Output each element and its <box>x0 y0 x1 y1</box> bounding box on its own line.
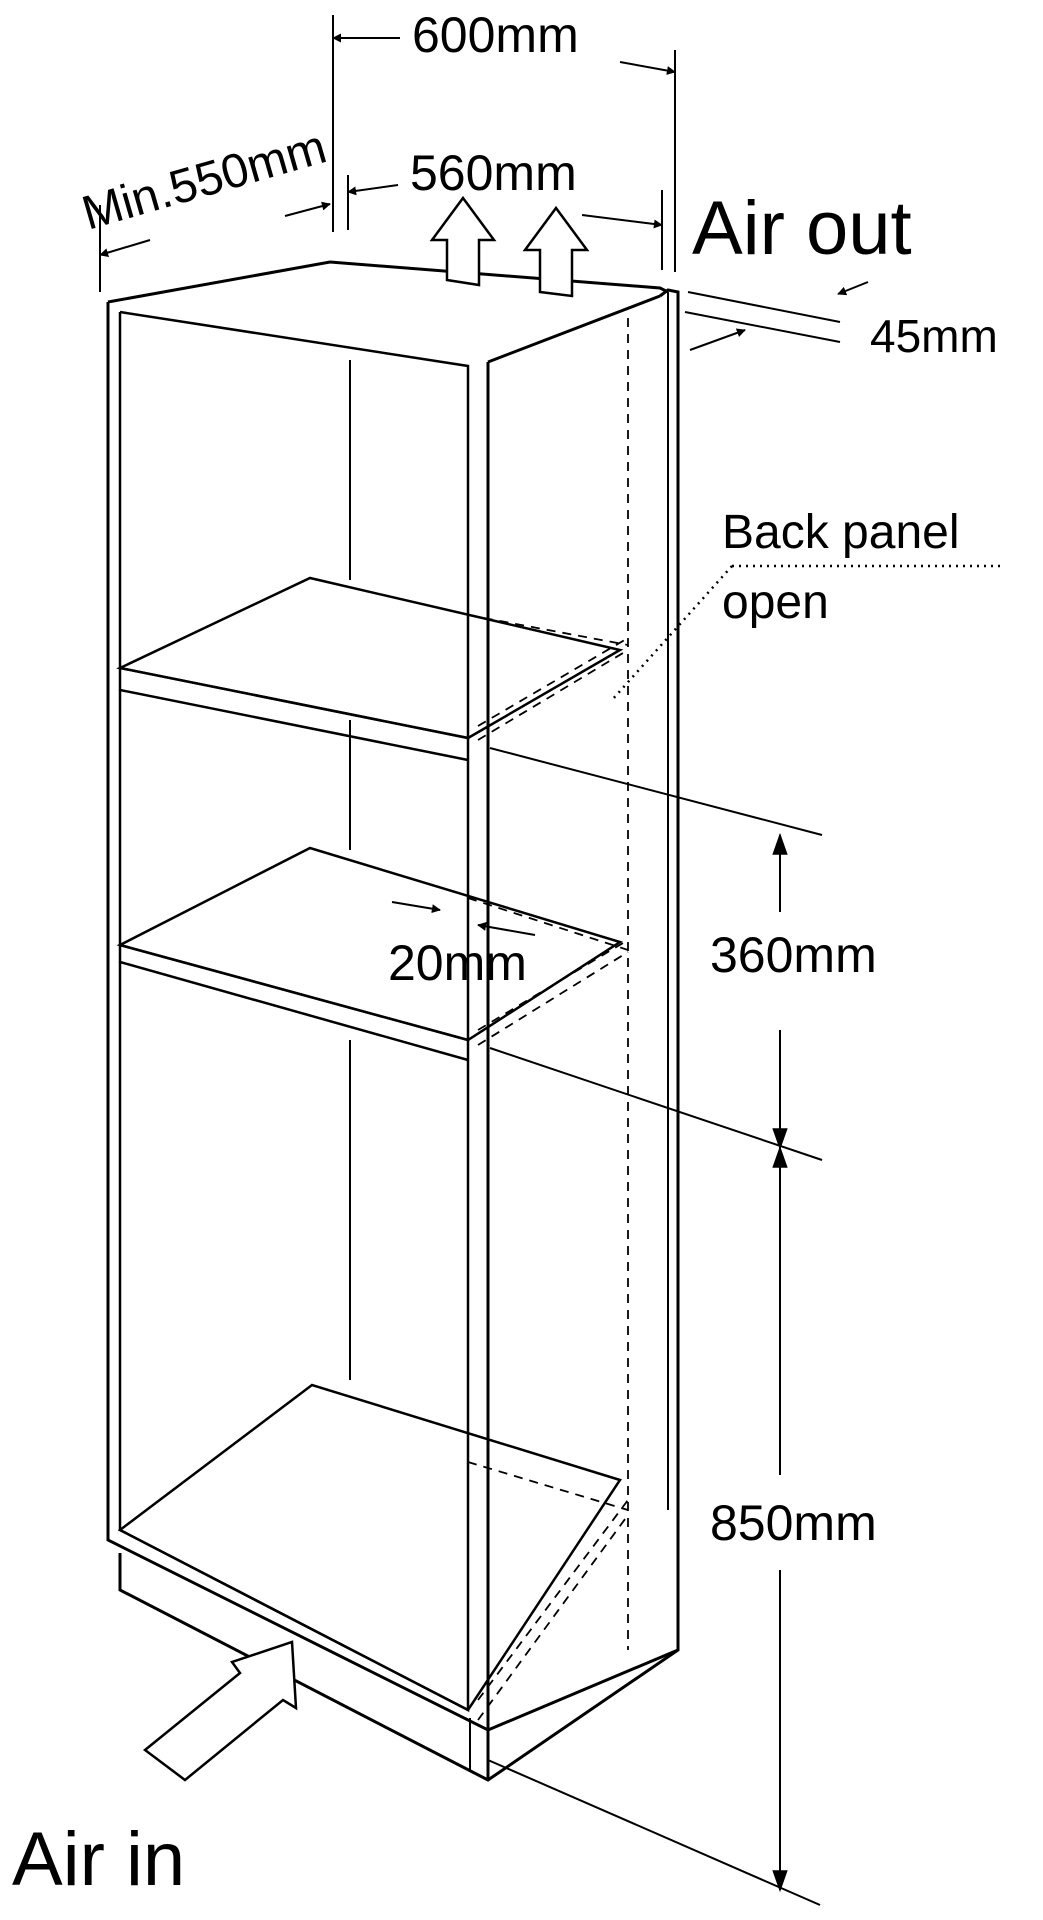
upper-shelf <box>116 576 624 740</box>
cabinet-top-edge <box>107 260 669 304</box>
hidden-lines <box>467 318 629 1721</box>
label-vent-gap: 45mm <box>870 310 998 362</box>
label-base-height: 850mm <box>710 1495 877 1551</box>
cabinet-plinth <box>118 1553 679 1782</box>
label-niche-height: 360mm <box>710 927 877 983</box>
label-depth-min: Min.550mm <box>76 121 332 241</box>
air-out-arrow-right <box>522 205 590 298</box>
air-out-arrows <box>429 195 590 298</box>
label-width-inner: 560mm <box>410 145 577 201</box>
label-shelf-gap: 20mm <box>388 935 527 991</box>
cabinet-front-inner <box>118 310 470 740</box>
air-in-arrow-group <box>142 1640 298 1782</box>
air-out-arrow-left <box>429 195 497 287</box>
label-air-out: Air out <box>692 186 912 271</box>
bottom-shelf <box>117 1383 622 1712</box>
back-panel-leader <box>611 564 1000 701</box>
dimension-lines <box>99 15 869 1906</box>
cabinet-front-outer <box>106 302 490 1733</box>
label-air-in: Air in <box>12 1817 185 1902</box>
label-back-panel-open: open <box>722 576 829 629</box>
label-width-total: 600mm <box>412 7 579 63</box>
label-back-panel: Back panel <box>722 506 960 559</box>
middle-shelf <box>116 846 623 1042</box>
air-in-arrow <box>142 1640 298 1782</box>
cabinet-right-side <box>487 288 680 1732</box>
cabinet <box>106 260 680 1782</box>
